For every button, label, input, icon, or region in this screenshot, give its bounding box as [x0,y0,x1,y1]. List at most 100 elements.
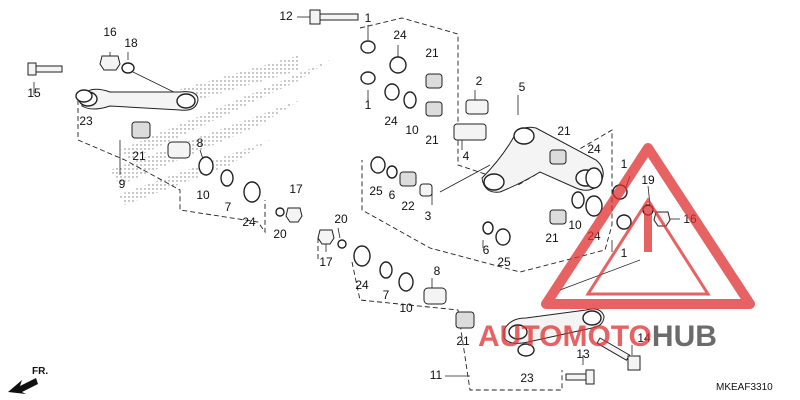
diagram-code: MKEAF3310 [716,382,773,393]
watermark-text-part3: HUB [652,320,717,353]
callout-25: 25 [497,255,511,269]
callout-1: 1 [621,246,628,260]
callout-24: 24 [242,215,256,229]
cap-1-right-b [616,214,632,230]
watermark-text-part2: MOTO [562,320,651,353]
dust-seal-6-b [482,221,494,235]
callout-22: 22 [401,199,415,213]
collar-8-left [167,141,191,159]
front-direction-arrow: FR. [8,366,48,394]
callout-17: 17 [289,182,303,196]
cap-1-top-b [360,71,376,85]
callout-12: 12 [279,9,293,23]
oil-seal-24-right-a [585,167,603,189]
bearing-21-lower [455,311,475,329]
callout-25: 25 [369,184,383,198]
callout-9: 9 [119,177,126,191]
bearing-21-top-b [425,101,443,117]
callout-10: 10 [196,188,210,202]
washer-18 [121,62,135,74]
dust-seal-7-left [220,169,234,187]
callout-13: 13 [576,347,590,361]
callout-21: 21 [456,334,470,348]
callout-8: 8 [434,264,441,278]
oil-seal-10-lower [398,272,414,292]
bearing-21-right-b [549,209,567,225]
callout-20: 20 [273,227,287,241]
callout-3: 3 [425,209,432,223]
callout-24: 24 [355,278,369,292]
bolt-13 [565,369,595,385]
collar-3 [419,183,433,197]
oil-seal-24-mid [384,83,400,101]
watermark-triangle [541,143,755,309]
group-outlines [77,17,613,391]
callout-20: 20 [334,212,348,226]
callout-10: 10 [405,123,419,137]
callout-10: 10 [568,218,582,232]
callout-6: 6 [389,188,396,202]
collar-8-lower [423,287,447,305]
bolt-12 [309,9,359,25]
left-link-assembly [27,55,303,223]
oil-seal-10-right [571,191,585,209]
callout-1: 1 [365,11,372,25]
callout-24: 24 [384,114,398,128]
callout-11: 11 [430,368,443,382]
callout-24: 24 [393,28,407,42]
washer-20-lower [337,239,347,249]
collar-2 [465,99,489,115]
oil-seal-24-left [243,181,261,203]
callout-1: 1 [365,98,372,112]
callout-16: 16 [103,25,117,39]
nut-17-lower [317,229,335,245]
automotohub-watermark: AUTOMOTOHUB [478,143,755,353]
cushion-arm-assembly [309,9,671,246]
oil-seal-24-right-b [585,195,603,217]
watermark-triangle-inner [585,197,711,296]
direction-label: FR. [32,366,48,377]
callout-8: 8 [197,136,204,150]
nut-16-left [99,55,121,71]
callout-5: 5 [519,80,526,94]
bolt-14 [596,337,641,371]
callout-7: 7 [225,200,232,214]
oil-seal-10-left [198,156,214,176]
callout-7: 7 [383,288,390,302]
callout-23: 23 [520,371,534,385]
cap-1-top-a [360,40,376,54]
callout-15: 15 [27,86,41,100]
callout-2: 2 [476,74,483,88]
cushion-arm-5 [481,126,604,193]
oil-seal-10-top [403,91,417,109]
dust-seal-7-lower [379,261,393,279]
cushion-connecting-rod-lower [503,308,605,344]
bolt-15 [27,62,63,76]
dust-seal-6-a [386,165,398,179]
callout-4: 4 [463,149,470,163]
oil-seal-24-top [389,56,407,74]
callout-23: 23 [79,114,93,128]
nut-17-left [285,207,303,223]
background-wing-pattern [110,55,330,205]
oil-seal-25-b [495,228,511,246]
callout-21: 21 [132,149,146,163]
callout-24: 24 [587,142,601,156]
collar-4 [453,123,487,141]
bearing-22 [399,171,417,187]
oil-seal-23-left [75,89,93,103]
washer-20-left [275,207,285,217]
callout-17: 17 [319,255,333,269]
bearing-21-right-a [549,149,567,165]
callout-10: 10 [399,301,413,315]
oil-seal-25-a [370,156,386,174]
callout-21: 21 [425,133,439,147]
callout-21: 21 [557,124,571,138]
oil-seal-23-lower [517,343,535,357]
callout-21: 21 [425,46,439,60]
callout-14: 14 [637,331,651,345]
watermark-exclamation [644,206,652,252]
callout-1: 1 [621,157,628,171]
watermark-text: AUTOMOTOHUB [478,320,717,353]
